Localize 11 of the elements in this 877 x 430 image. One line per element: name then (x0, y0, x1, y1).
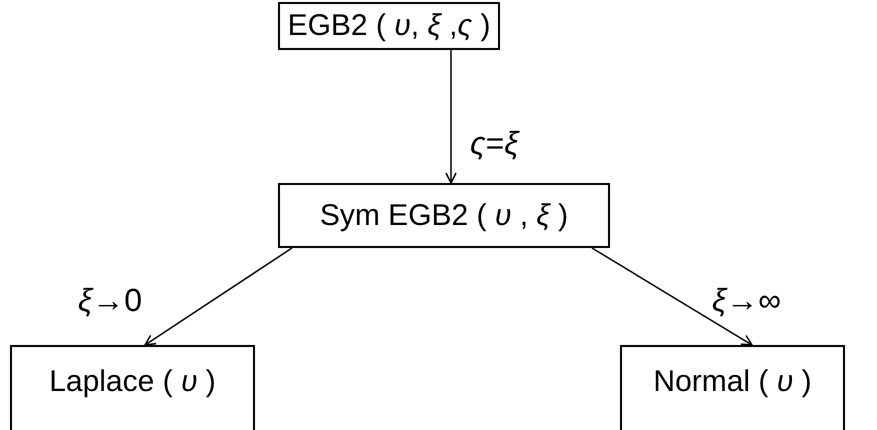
process-box (620, 345, 845, 430)
process-box (278, 183, 610, 248)
node-label: Laplace ( υ ) (49, 365, 216, 399)
process-box (278, 2, 500, 50)
arrow (592, 247, 753, 346)
arrow (144, 247, 292, 346)
node-label: Sym EGB2 ( υ , ξ ) (320, 198, 568, 232)
node-label: Normal ( υ ) (653, 365, 812, 399)
arrow (445, 50, 457, 184)
process-box (10, 345, 255, 430)
node-label: EGB2 ( υ, ξ ,ς ) (288, 9, 490, 43)
